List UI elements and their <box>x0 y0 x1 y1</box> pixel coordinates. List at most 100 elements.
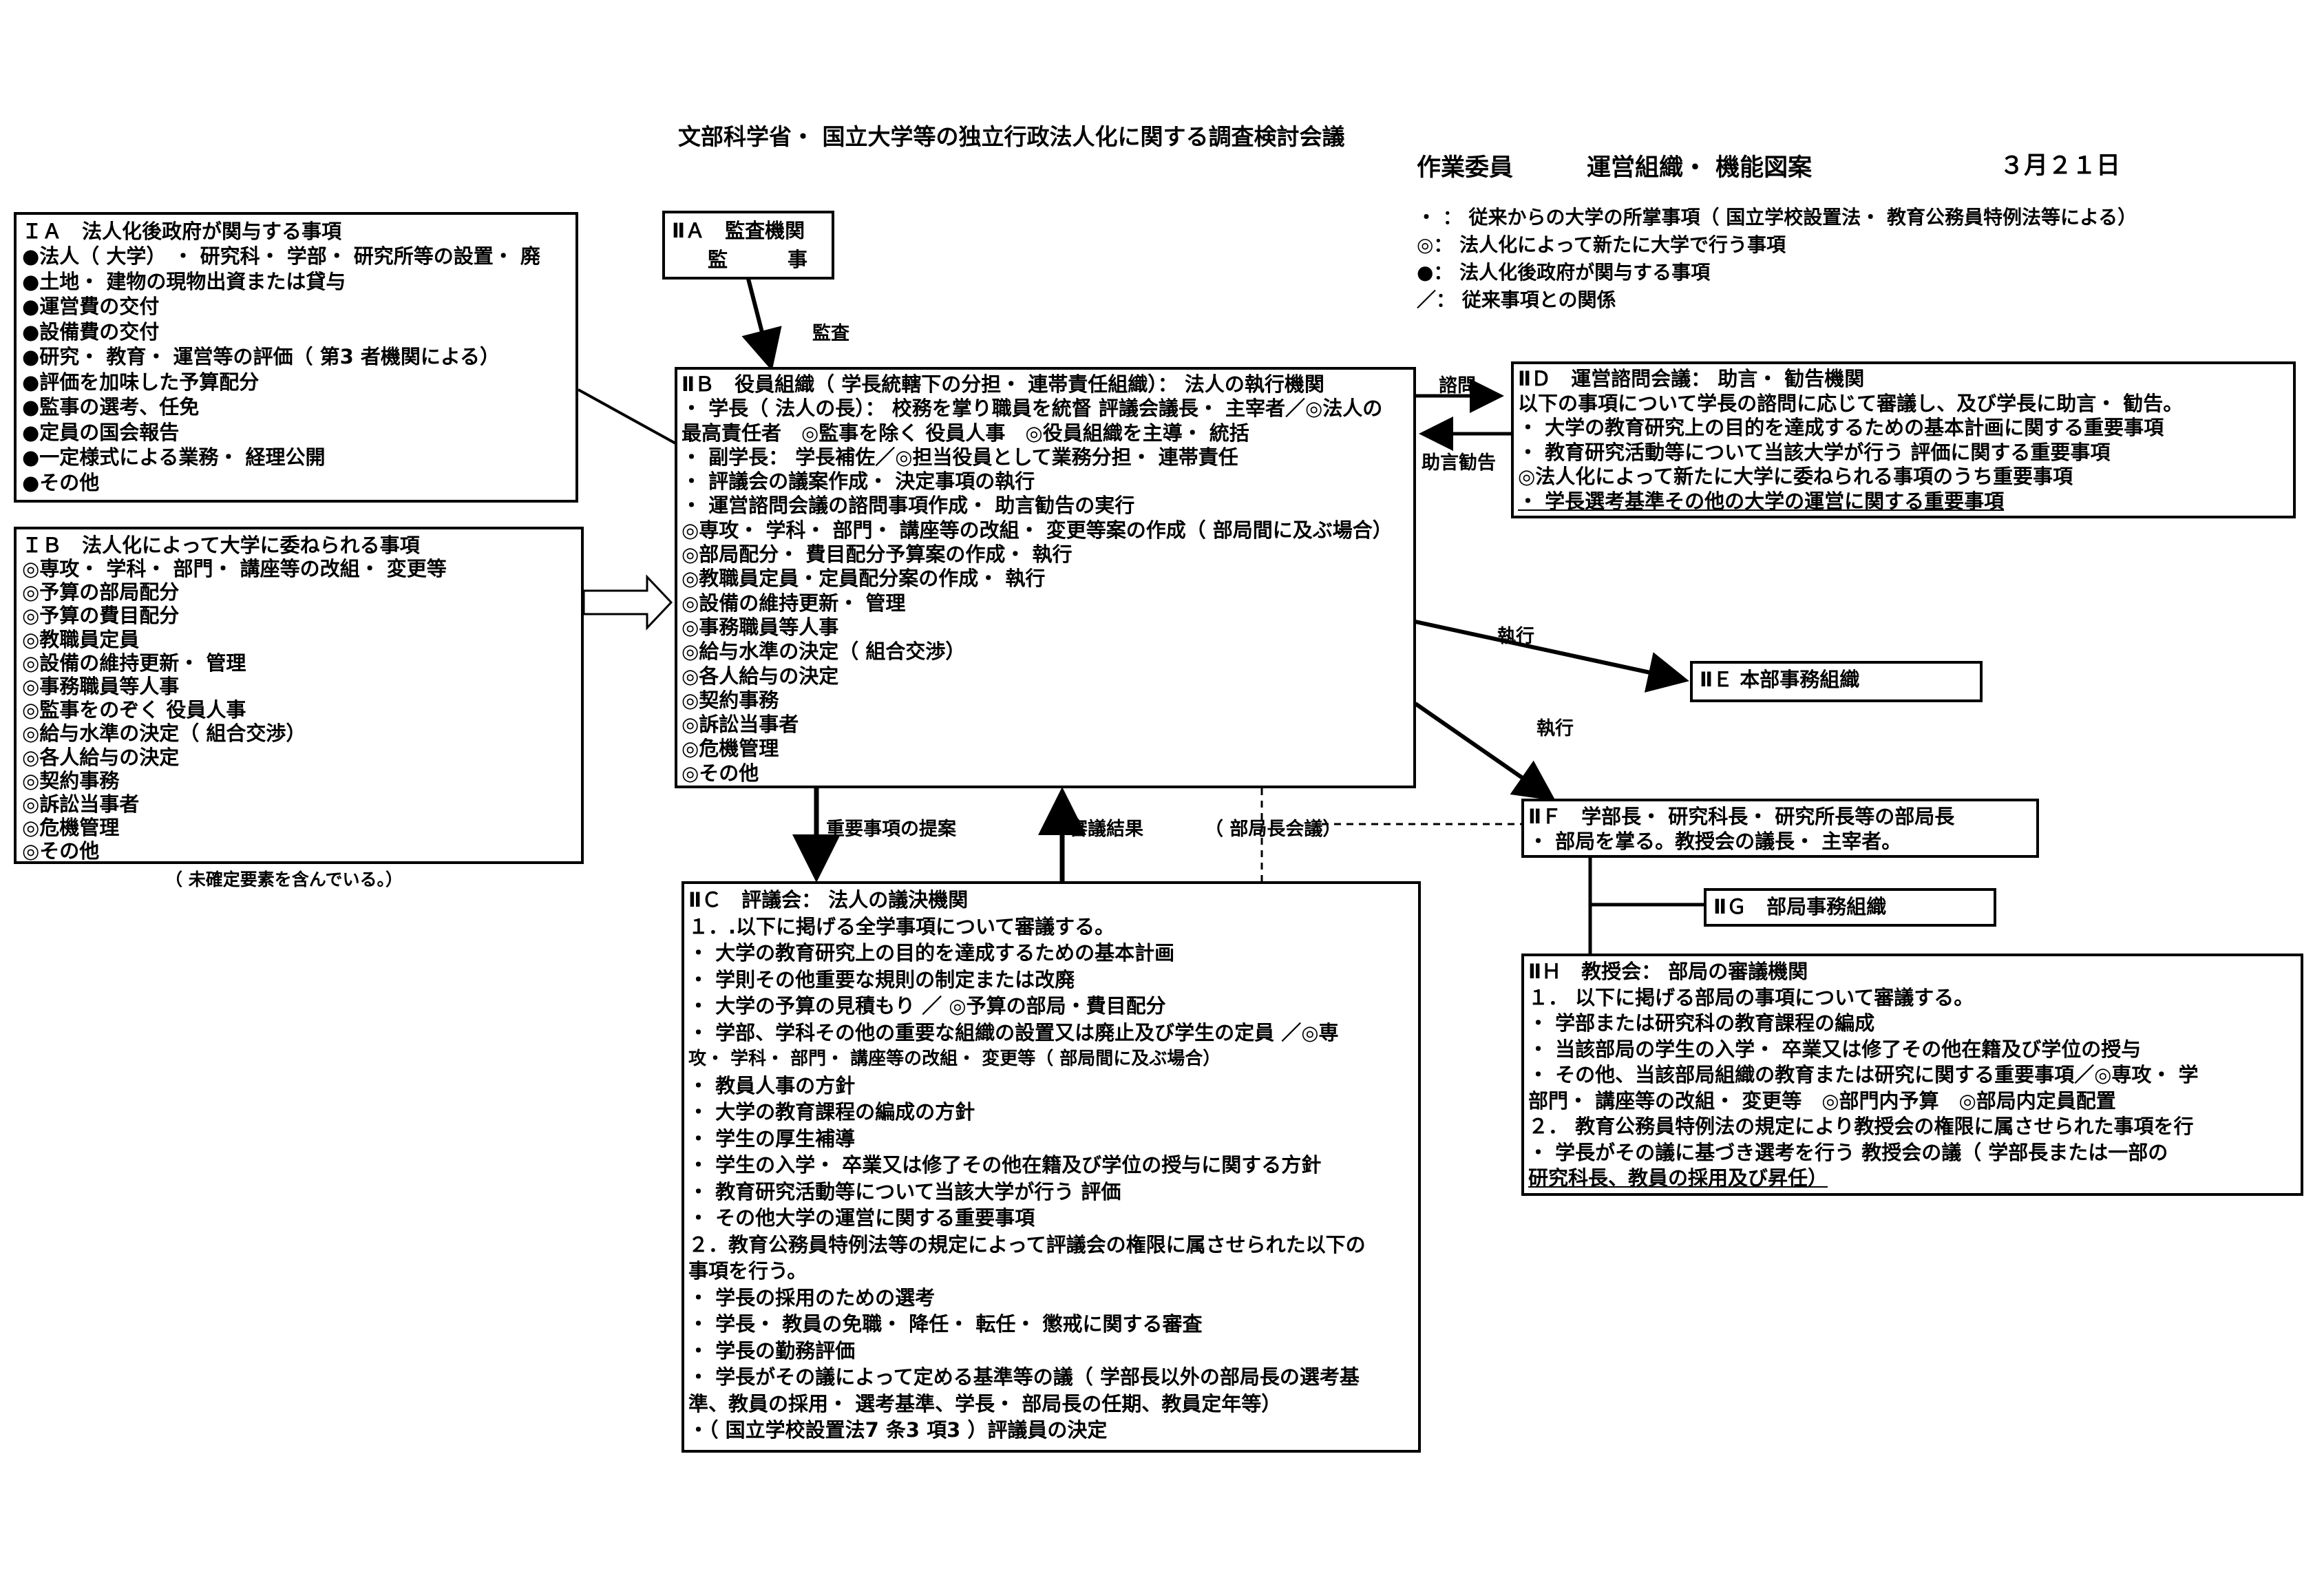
box-iih-item: ・ 学長がその議に基づき選考を行う 教授会の議（ 学部長または一部の <box>1528 1140 2168 1164</box>
box-iih-item: ２． 教育公務員特例法の規定により教授会の権限に属させられた事項を行 <box>1528 1115 2194 1138</box>
box-iih-item: ・ その他、当該部局組織の教育または研究に関する重要事項／◎専攻・ 学 <box>1528 1063 2199 1086</box>
box-iic-item: ・ 大学の教育課程の編成の方針 <box>688 1100 975 1124</box>
box-iib-item: ◎各人給与の決定 <box>682 664 839 688</box>
committee-label: 作業委員 <box>1417 154 1514 182</box>
box-iic-heading: ⅡＣ 評議会： 法人の議決機関 <box>688 888 969 912</box>
box-ia-item: ●評価を加味した予算配分 <box>22 370 260 394</box>
box-iic-item: ・ 学長・ 教員の免職・ 降任・ 転任・ 懲戒に関する審査 <box>688 1312 1203 1336</box>
box-iib-item: ◎事務職員等人事 <box>682 615 839 639</box>
box-iig-heading: ⅡＧ 部局事務組織 <box>1713 895 1887 918</box>
box-ib-item: ◎危機管理 <box>22 816 120 840</box>
box-iic-item: ・ その他大学の運営に関する重要事項 <box>688 1206 1035 1230</box>
box-iib-item: 最高責任者 ◎監事を除く 役員人事 ◎役員組織を主導・ 統括 <box>682 421 1249 445</box>
box-iia-item: 監 事 <box>708 248 808 271</box>
box-ia-item: ●監事の選考、任免 <box>22 395 200 419</box>
box-iid-heading: ⅡＤ 運営諮問会議： 助言・ 勧告機関 <box>1518 367 1865 390</box>
box-ib-item: ◎予算の費目配分 <box>22 604 180 628</box>
box-ia-item: ●研究・ 教育・ 運営等の評価（ 第3 者機関による） <box>22 345 500 368</box>
box-ib-item: ◎訴訟当事者 <box>22 792 140 817</box>
label-teian: 重要事項の提案 <box>826 819 956 840</box>
box-iif-heading: ⅡＦ 学部長・ 研究科長・ 研究所長等の部局長 <box>1528 805 1955 828</box>
box-iid-item: 以下の事項について学長の諮問に応じて審議し、及び学長に助言・ 勧告。 <box>1518 391 2184 415</box>
box-iic-item: ・ 大学の教育研究上の目的を達成するための基本計画 <box>688 941 1175 965</box>
box-iic-item: １．.以下に掲げる全学事項について審議する。 <box>688 914 1115 938</box>
box-iih-item: ・ 学部または研究科の教育課程の編成 <box>1528 1011 1875 1035</box>
label-shimon: 諮問 <box>1439 375 1476 397</box>
box-iie-heading: ⅡＥ 本部事務組織 <box>1700 668 1860 691</box>
box-ib-item: ◎予算の部局配分 <box>22 580 180 604</box>
box-ib-item: ◎給与水準の決定（ 組合交渉） <box>22 722 306 746</box>
box-ib-item: ◎各人給与の決定 <box>22 745 180 769</box>
box-iid-item: ・ 学長選考基準その他の大学の運営に関する重要事項 <box>1518 489 2005 513</box>
box-ib-item: ◎その他 <box>22 839 100 863</box>
box-iid-advisory-council: ⅡＤ 運営諮問会議： 助言・ 勧告機関 以下の事項について学長の諮問に応じて審議… <box>1511 361 2296 518</box>
box-iid-item: ・ 大学の教育研究上の目的を達成するための基本計画に関する重要事項 <box>1518 416 2164 439</box>
legend-item: ●： 法人化後政府が関与する事項 <box>1417 261 1711 284</box>
box-iid-item: ・ 教育研究活動等について当該大学が行う 評価に関する重要事項 <box>1518 440 2111 464</box>
arrow-shikko-iie <box>1415 620 1689 693</box>
box-ia-item: ●運営費の交付 <box>22 295 160 318</box>
box-iib-item: ◎給与水準の決定（ 組合交渉） <box>682 640 966 664</box>
box-iib-heading: ⅡＢ 役員組織（ 学長統轄下の分担・ 連帯責任組織）： 法人の執行機関 <box>682 372 1324 396</box>
page-title: 文部科学省・ 国立大学等の独立行政法人化に関する調査検討会議 <box>678 123 1345 150</box>
box-iic-item: 事項を行う。 <box>688 1259 807 1283</box>
box-iif-department-heads: ⅡＦ 学部長・ 研究科長・ 研究所長等の部局長 ・ 部局を掌る。教授会の議長・ … <box>1521 799 2039 858</box>
box-iic-item: ・ 大学の予算の見積もり ／ ◎予算の部局・費目配分 <box>688 994 1166 1018</box>
box-iib-item: ・ 学長（ 法人の長）： 校務を掌り職員を統督 評議会議長・ 主宰者／◎法人の <box>682 397 1383 421</box>
box-iih-item: １． 以下に掲げる部局の事項について審議する。 <box>1528 985 1974 1009</box>
box-iih-item: 研究科長、教員の採用及び昇任） <box>1528 1166 1828 1190</box>
label-kekka: 審議結果 <box>1069 819 1143 840</box>
box-iic-item: 攻・ 学科・ 部門・ 講座等の改組・ 変更等（ 部局間に及ぶ場合） <box>688 1049 1221 1069</box>
label-shikko-iif: 執行 <box>1536 718 1574 739</box>
arrow-kansa <box>741 278 782 371</box>
box-iib-item: ◎教職員定員・定員配分案の作成・ 執行 <box>682 567 1046 591</box>
box-ib-note: （ 未確定要素を含んでいる。） <box>165 870 403 889</box>
box-iib-item: ◎契約事務 <box>682 688 779 712</box>
box-iig-department-office: ⅡＧ 部局事務組織 <box>1704 888 1996 927</box>
box-iib-item: ◎部局配分・ 費目配分予算案の作成・ 執行 <box>682 543 1073 567</box>
box-iic-item: ・ 学長の勤務評価 <box>688 1338 856 1362</box>
box-iic-item: ・ 学長がその議によって定める基準等の議（ 学部長以外の部局長の選考基 <box>688 1365 1360 1389</box>
box-iif-item: ・ 部局を掌る。教授会の議長・ 主宰者。 <box>1528 830 1902 853</box>
box-iib-item: ◎危機管理 <box>682 737 779 761</box>
box-iih-heading: ⅡＨ 教授会： 部局の審議機関 <box>1528 960 1808 983</box>
box-ia-item: ●法人（ 大学） ・ 研究科・ 学部・ 研究所等の設置・ 廃 <box>22 244 540 268</box>
box-iic-item: ・ 教員人事の方針 <box>688 1073 856 1097</box>
box-iib-item: ◎訴訟当事者 <box>682 713 799 737</box>
box-iib-item: ◎設備の維持更新・ 管理 <box>682 591 906 615</box>
box-ia-heading: ＩＡ 法人化後政府が関与する事項 <box>22 220 342 243</box>
legend-item: ◎： 法人化によって新たに大学で行う事項 <box>1417 233 1786 256</box>
box-iia-heading: ⅡＡ 監査機関 <box>672 219 805 242</box>
box-ia-item: ●土地・ 建物の現物出資または貸与 <box>22 269 346 293</box>
box-iic-item: ・ 学生の厚生補導 <box>688 1126 856 1150</box>
box-iib-item: ・ 評議会の議案作成・ 決定事項の執行 <box>682 470 1035 494</box>
label-jogen: 助言勧告 <box>1422 452 1496 474</box>
box-ib-item: ◎契約事務 <box>22 768 120 792</box>
box-ib-item: ◎事務職員等人事 <box>22 675 180 699</box>
arrow-shikko-iif <box>1414 702 1556 801</box>
box-ib-item: ◎設備の維持更新・ 管理 <box>22 651 246 675</box>
box-iia-audit-body: ⅡＡ 監査機関 監 事 <box>662 211 834 280</box>
box-iic-item: 準、教員の採用・ 選考基準、学長・ 部局長の任期、教員定年等） <box>688 1391 1282 1415</box>
label-kansa: 監査 <box>812 323 849 344</box>
box-iie-central-office: ⅡＥ 本部事務組織 <box>1690 661 1983 702</box>
box-ia-government-matters: ＩＡ 法人化後政府が関与する事項 ●法人（ 大学） ・ 研究科・ 学部・ 研究所… <box>14 212 578 503</box>
box-iic-item: ・ 学生の入学・ 卒業又は修了その他在籍及び学位の授与に関する方針 <box>688 1153 1322 1177</box>
box-ia-item: ●一定様式による業務・ 経理公開 <box>22 445 326 469</box>
box-ia-item: ●その他 <box>22 470 100 494</box>
box-iic-item: ２．教育公務員特例法等の規定によって評議会の権限に属させられた以下の <box>688 1232 1366 1256</box>
legend-item: ・ ： 従来からの大学の所掌事項（ 国立学校設置法・ 教育公務員特例法等による） <box>1417 206 2137 229</box>
box-iid-item: ◎法人化によって新たに大学に委ねられる事項のうち重要事項 <box>1518 465 2073 488</box>
box-iih-item: 部門・ 講座等の改組・ 変更等 ◎部門内予算 ◎部局内定員配置 <box>1528 1088 2116 1113</box>
legend: ・ ： 従来からの大学の所掌事項（ 国立学校設置法・ 教育公務員特例法等による）… <box>1417 204 2137 314</box>
diagram-name: 運営組織・ 機能図案 <box>1587 154 1813 182</box>
box-iib-item: ◎その他 <box>682 761 759 785</box>
line-ia-iib <box>578 388 679 446</box>
box-ia-item: ●設備費の交付 <box>22 319 160 344</box>
box-ib-university-matters: ＩＢ 法人化によって大学に委ねられる事項 ◎専攻・ 学科・ 部門・ 講座等の改組… <box>14 527 584 864</box>
box-iib-item: ・ 副学長： 学長補佐／◎担当役員として業務分担・ 連帯責任 <box>682 445 1238 469</box>
box-iic-item: ・ 教育研究活動等について当該大学が行う 評価 <box>688 1179 1121 1203</box>
box-ia-item: ●定員の国会報告 <box>22 420 180 444</box>
box-iih-item: ・ 当該部局の学生の入学・ 卒業又は修了その他在籍及び学位の授与 <box>1528 1037 2142 1061</box>
